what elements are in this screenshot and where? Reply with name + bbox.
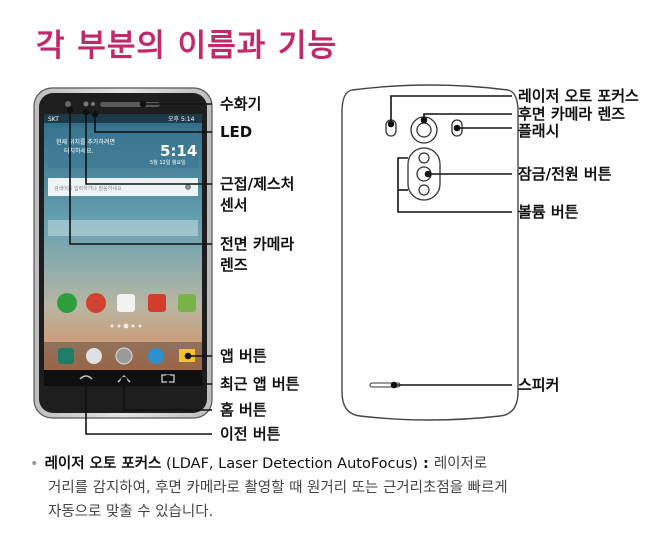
label-power-lock: 잠금/전원 버튼	[518, 165, 612, 183]
status-carrier: SKT	[48, 116, 59, 123]
phone-diagram: SKT 오후 5:14 현재 위치를 추가하려면 터치하세요. 5:14 5월 …	[33, 84, 519, 435]
back-phone	[341, 84, 519, 421]
description-line3: 자동으로 맞출 수 있습니다.	[48, 504, 214, 520]
home-clock: 5:14	[160, 142, 197, 160]
description-term: 레이저 오토 포커스	[44, 456, 162, 472]
page-title: 각 부분의 이름과 기능	[36, 28, 338, 64]
label-speaker: 스피커	[518, 376, 560, 394]
label-laser-af: 레이저 오토 포커스	[518, 87, 639, 105]
led-dot	[83, 101, 89, 107]
label-app-button: 앱 버튼	[220, 347, 267, 365]
search-hint: 검색어를 입력하거나 말씀하세요	[54, 185, 122, 192]
front-phone: SKT 오후 5:14 현재 위치를 추가하려면 터치하세요. 5:14 5월 …	[33, 87, 213, 419]
label-flash: 플래시	[518, 122, 560, 140]
label-proximity-2: 센서	[220, 196, 248, 214]
description-colon: :	[417, 456, 434, 472]
label-back-button: 이전 버튼	[220, 425, 281, 443]
label-front-camera-1: 전면 카메라	[220, 235, 295, 253]
description-line2: 거리를 감지하여, 후면 카메라로 촬영할 때 원거리 또는 근거리초점을 빠르…	[48, 480, 508, 496]
description-paren: (LDAF, Laser Detection AutoFocus)	[166, 456, 418, 472]
volume-up-key	[418, 152, 430, 164]
home-date: 5월 12일 월요일	[150, 159, 186, 166]
bullet-icon: •	[30, 456, 39, 472]
label-recent-apps-button: 최근 앱 버튼	[220, 375, 300, 393]
label-volume: 볼륨 버튼	[518, 203, 579, 221]
description-line1-tail: 레이저로	[433, 456, 488, 472]
label-front-camera-2: 렌즈	[220, 256, 248, 274]
front-camera-dot	[65, 101, 71, 107]
weather-line-2: 터치하세요.	[64, 147, 94, 155]
status-time: 오후 5:14	[168, 115, 195, 123]
label-proximity-1: 근접/제스처	[220, 175, 295, 193]
front-leader-lines	[66, 100, 212, 435]
proximity-sensor-dot	[91, 102, 95, 106]
label-earpiece: 수화기	[220, 95, 262, 113]
back-key-icon	[79, 375, 93, 380]
label-rear-camera: 후면 카메라 렌즈	[518, 105, 626, 123]
home-key-icon	[117, 374, 131, 383]
back-leader-lines	[387, 95, 512, 389]
mic-icon	[185, 184, 191, 190]
feature-description: • 레이저 오토 포커스 (LDAF, Laser Detection AutoF…	[30, 452, 650, 524]
label-home-button: 홈 버튼	[220, 401, 267, 419]
volume-down-key	[418, 184, 430, 196]
label-led: LED	[220, 123, 253, 141]
home-app-icons	[57, 293, 196, 313]
